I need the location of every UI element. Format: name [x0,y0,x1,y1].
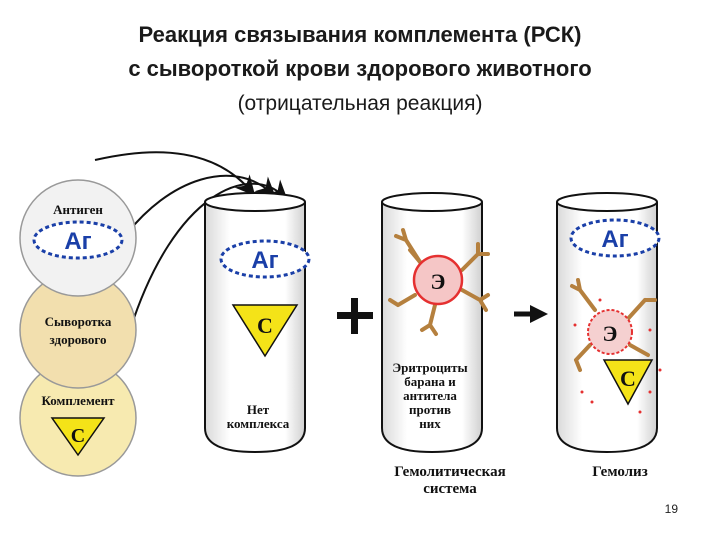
reaction-arrow-icon [514,305,548,323]
complement-symbol: C [71,425,85,447]
hemolytic-system-label-line1: Гемолитическая [394,464,505,480]
tube2-caption-line2: барана и [404,374,456,389]
tube2-erythrocyte-symbol: Э [431,269,446,294]
tube3-antigen-icon [569,218,661,258]
tube3-antigen-symbol: Аг [601,226,628,253]
tube1-caption-line1: Нет [247,402,270,417]
tube-3: Аг Э C [556,192,662,454]
hemolytic-system-label-line2: система [423,481,477,497]
tube2-erythrocyte-icon [412,254,464,306]
tube1-caption-line2: комплекса [227,416,290,431]
tube3-antibodies [570,278,657,372]
tube2-caption-line3: антитела [403,388,457,403]
plus-icon [337,298,373,334]
tube3-erythrocyte-symbol: Э [603,321,618,346]
page-number: 19 [664,502,678,516]
serum-label-line2: здорового [50,332,107,347]
hemolysis-label: Гемолиз [592,464,647,480]
tube-2: Э Эритроциты барана и антитела против ни… [381,192,490,454]
serum-label-line1: Сыворотка [45,314,112,329]
page-subtitle: (отрицательная реакция) [237,92,483,115]
tube3-complement-symbol: C [620,366,636,391]
tube1-complement-symbol: C [257,313,273,338]
page-title-line1: Реакция связывания комплемента (РСК) [138,22,582,47]
tube1-complement-icon [231,304,299,358]
tube2-antibodies [388,228,490,336]
tube2-caption-line4: против [409,402,451,417]
complement-label: Комплемент [42,393,116,408]
tube-1: Аг C Нет комплекса [204,192,311,454]
tube2-caption-line1: Эритроциты [392,360,467,375]
transfer-arrow-2 [121,174,276,241]
complement-circle: Комплемент C [19,359,137,477]
complement-triangle-icon [50,417,106,457]
tube1-antigen-symbol: Аг [251,247,278,274]
tube1-antigen-icon [219,239,311,279]
antigen-symbol: Аг [64,228,91,255]
hemolysis-dots [573,298,662,414]
tube3-lysed-erythrocyte-icon [587,309,633,355]
tube2-caption-line5: них [419,416,441,431]
page-title-line2: с сывороткой крови здорового животного [128,56,592,81]
serum-circle: Сыворотка здорового [19,271,137,389]
antigen-ellipse-icon [32,220,124,260]
antigen-circle: Антиген Аг [19,179,137,297]
antigen-label: Антиген [53,202,103,217]
tube3-complement-icon [602,359,654,406]
transfer-arrow-1 [94,151,256,197]
